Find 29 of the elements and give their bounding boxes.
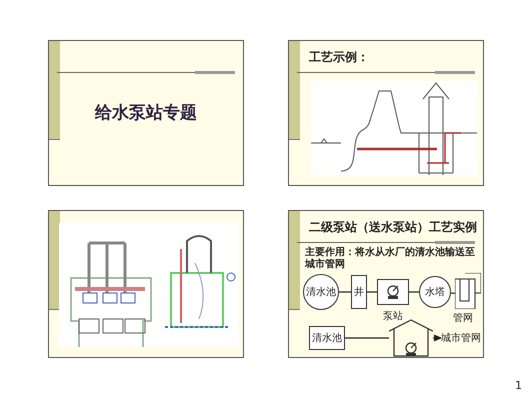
process-slide	[288, 210, 484, 358]
pump-box	[377, 279, 409, 305]
pump-house	[389, 319, 433, 357]
well-box	[351, 275, 367, 309]
node-label: 城市管网	[441, 332, 481, 345]
caption-label: 泵站	[383, 310, 403, 323]
connector-line	[409, 291, 419, 293]
node-label: 水塔	[425, 286, 445, 299]
node-label: 清水池	[306, 286, 336, 299]
pipe-network-symbol	[455, 273, 481, 309]
slide-title: 给水泵站专题	[94, 102, 198, 124]
slide-title: 工艺示例：	[309, 49, 369, 66]
connector-line	[345, 337, 389, 339]
connector-line	[339, 291, 351, 293]
node-label: 清水池	[312, 332, 342, 345]
node-label: 井	[354, 286, 364, 299]
slide-subtitle: 主要作用：将水从水厂的清水池输送至城市管网	[305, 247, 476, 271]
connector-line	[367, 291, 377, 293]
title-slide	[48, 40, 244, 186]
tank-circle	[303, 274, 339, 310]
tower-circle	[419, 276, 451, 308]
drawing-slide	[48, 210, 244, 358]
caption-label: 管网	[453, 312, 473, 325]
slide-title: 二级泵站（送水泵站）工艺实例	[309, 219, 477, 236]
tank-box	[309, 326, 345, 350]
process-slide	[288, 40, 484, 186]
arrow	[433, 334, 442, 342]
page-number: 1	[515, 379, 522, 392]
connector-line	[450, 292, 456, 294]
